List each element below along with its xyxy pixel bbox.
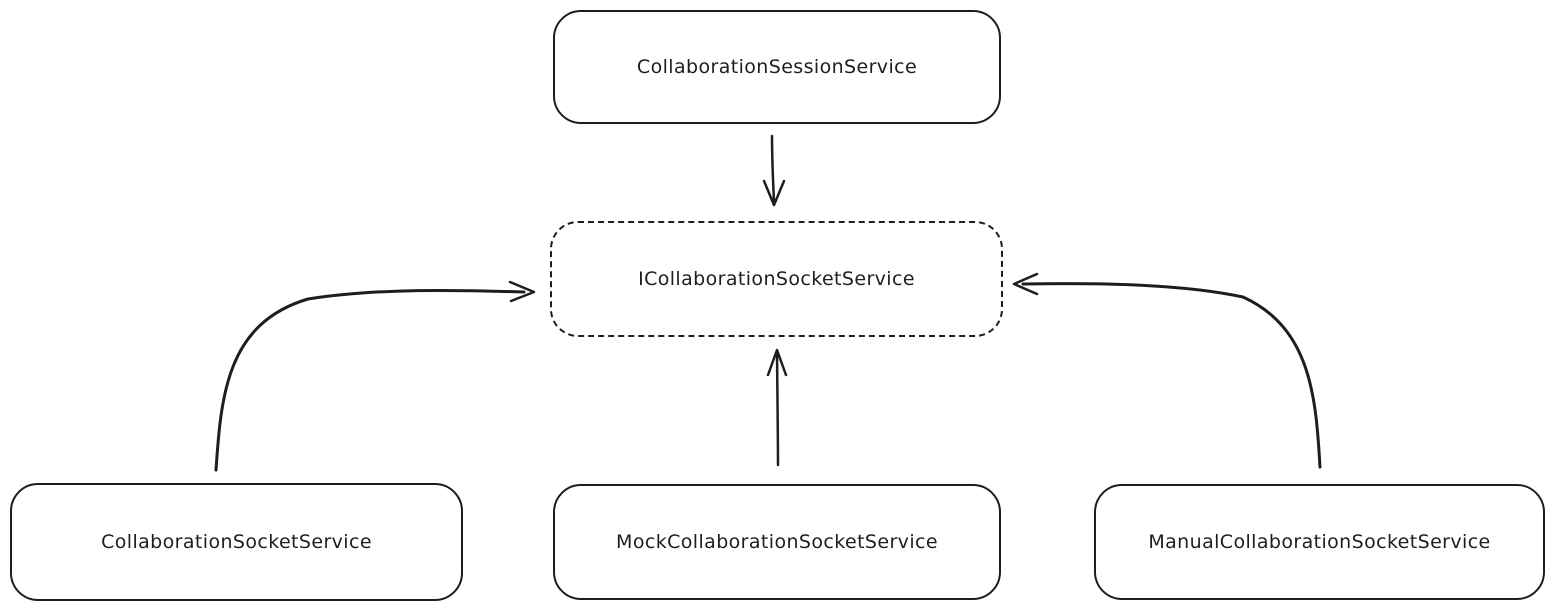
node-label: ICollaborationSocketService [638,268,915,290]
edge-line [1021,282,1322,469]
node-mock-collaboration-socket-service[interactable]: MockCollaborationSocketService [553,484,1001,600]
node-collaboration-socket-service[interactable]: CollaborationSocketService [10,483,463,601]
arrowhead-down-icon [762,179,786,207]
node-label: CollaborationSocketService [101,531,372,553]
arrowhead-up-icon [766,348,788,377]
node-label: MockCollaborationSocketService [616,531,938,553]
arrowhead-left-icon [1012,272,1039,296]
edge-manual-to-interface[interactable] [1012,272,1322,469]
edge-line [770,134,776,204]
node-i-collaboration-socket-service[interactable]: ICollaborationSocketService [550,221,1003,337]
node-manual-collaboration-socket-service[interactable]: ManualCollaborationSocketService [1094,484,1545,600]
edge-socket-to-interface[interactable] [214,280,536,472]
edge-session-to-interface[interactable] [762,134,786,207]
arrowhead-right-icon [508,280,536,303]
node-label: ManualCollaborationSocketService [1148,531,1491,553]
edge-line [775,350,780,467]
edge-mock-to-interface[interactable] [766,348,788,467]
edge-line [214,288,526,472]
node-collaboration-session-service[interactable]: CollaborationSessionService [553,10,1001,124]
node-label: CollaborationSessionService [636,56,918,78]
